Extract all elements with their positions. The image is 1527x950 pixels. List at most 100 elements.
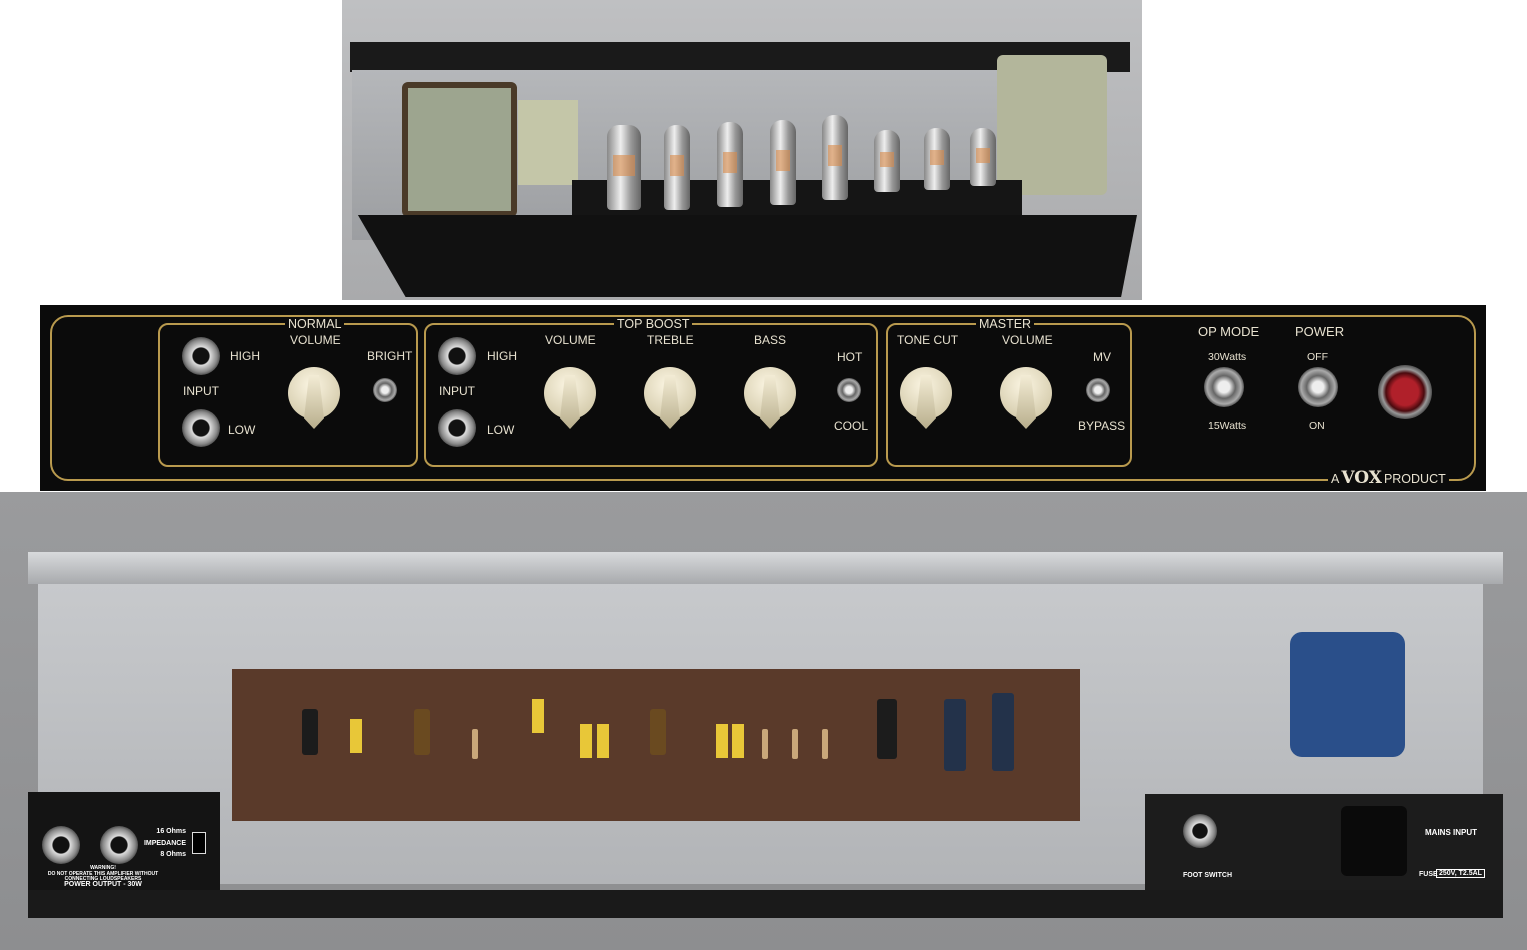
vacuum-tube: [874, 130, 900, 192]
mains-input-label: MAINS INPUT: [1425, 828, 1477, 837]
power-off-label: OFF: [1307, 351, 1328, 363]
chassis-base: [357, 215, 1137, 297]
op-mode-15w-label: 15Watts: [1208, 420, 1247, 432]
mv-label: MV: [1093, 350, 1111, 364]
tone-cut-knob[interactable]: [900, 367, 952, 429]
film-capacitor: [580, 724, 592, 758]
low-label: LOW: [487, 423, 515, 437]
cool-label: COOL: [834, 419, 869, 433]
film-capacitor: [350, 719, 362, 753]
fuse-rating: 250V, T2.5AL: [1436, 869, 1485, 878]
top-boost-low-input-jack[interactable]: [438, 409, 476, 447]
impedance-label: IMPEDANCE: [143, 840, 186, 847]
electrolytic-capacitor: [944, 699, 966, 771]
vox-product-brand: A VOX PRODUCT: [1328, 468, 1449, 488]
fuse-label: FUSE: [1419, 871, 1438, 878]
warning-text: CONNECTING LOUDSPEAKERS: [64, 876, 142, 882]
high-label: HIGH: [487, 349, 517, 363]
electrolytic-capacitor: [992, 693, 1014, 771]
vacuum-tube: [607, 125, 641, 210]
vacuum-tube: [664, 125, 690, 210]
bright-label: BRIGHT: [367, 349, 413, 363]
impedance-16-label: 16 Ohms: [156, 828, 186, 835]
foot-switch-label: FOOT SWITCH: [1183, 872, 1232, 879]
film-capacitor: [532, 699, 544, 733]
op-mode-title: OP MODE: [1198, 324, 1260, 339]
vox-logo: VOX: [1341, 468, 1382, 488]
hot-label: HOT: [837, 350, 863, 364]
top-boost-title: TOP BOOST: [614, 317, 693, 331]
brand-suffix: PRODUCT: [1383, 472, 1446, 486]
chassis-front-rail: [28, 552, 1503, 584]
treble-knob[interactable]: [644, 367, 696, 429]
mains-input-panel: FOOT SWITCH MAINS INPUT FUSE 250V, T2.5A…: [1145, 794, 1503, 890]
chassis-top-photo: [342, 0, 1142, 300]
impedance-selector-switch[interactable]: [192, 832, 206, 854]
op-mode-30w-label: 30Watts: [1208, 351, 1247, 363]
normal-volume-knob[interactable]: [288, 367, 340, 429]
film-capacitor: [732, 724, 744, 758]
hot-cool-switch[interactable]: [837, 378, 861, 402]
tone-cut-label: TONE CUT: [897, 333, 959, 347]
power-toggle-switch[interactable]: [1298, 367, 1338, 407]
blue-transformer: [1290, 632, 1405, 757]
top-boost-volume-knob[interactable]: [544, 367, 596, 429]
speaker-output-jack[interactable]: [42, 826, 80, 864]
normal-high-input-jack[interactable]: [182, 337, 220, 375]
op-mode-toggle-switch[interactable]: [1204, 367, 1244, 407]
master-volume-knob[interactable]: [1000, 367, 1052, 429]
panel-border: [50, 315, 1476, 481]
vacuum-tube: [770, 120, 796, 205]
choke: [518, 100, 578, 185]
input-label: INPUT: [439, 384, 475, 398]
normal-volume-label: VOLUME: [290, 333, 341, 347]
resistor: [792, 729, 798, 759]
vacuum-tube: [822, 115, 848, 200]
bright-switch[interactable]: [373, 378, 397, 402]
low-label: LOW: [228, 423, 256, 437]
bypass-label: BYPASS: [1078, 419, 1126, 433]
brand-prefix: A: [1331, 472, 1340, 486]
power-title: POWER: [1295, 324, 1345, 339]
bass-knob[interactable]: [744, 367, 796, 429]
resistor: [762, 729, 768, 759]
power-transformer: [402, 82, 517, 217]
master-volume-label: VOLUME: [1002, 333, 1053, 347]
resistor: [472, 729, 478, 759]
impedance-8-label: 8 Ohms: [160, 851, 186, 858]
front-control-panel: NORMAL VOLUME HIGH INPUT LOW BRIGHT TOP …: [40, 305, 1486, 491]
output-transformer: [997, 55, 1107, 195]
warning-label: WARNING!: [90, 865, 116, 871]
power-indicator-lamp: [1378, 365, 1432, 419]
film-capacitor: [597, 724, 609, 758]
vacuum-tube: [717, 122, 743, 207]
normal-title: NORMAL: [285, 317, 345, 331]
master-title: MASTER: [976, 317, 1035, 331]
speaker-output-jack[interactable]: [100, 826, 138, 864]
circuit-board: [232, 669, 1080, 821]
foot-switch-jack[interactable]: [1183, 814, 1217, 848]
resistor: [822, 729, 828, 759]
bass-label: BASS: [754, 333, 787, 347]
mv-bypass-switch[interactable]: [1086, 378, 1110, 402]
volume-label: VOLUME: [545, 333, 596, 347]
high-label: HIGH: [230, 349, 260, 363]
film-capacitor: [716, 724, 728, 758]
input-label: INPUT: [183, 384, 219, 398]
electrolytic-capacitor: [414, 709, 430, 755]
power-on-label: ON: [1309, 420, 1325, 432]
chassis-base: [28, 890, 1503, 918]
vacuum-tube: [970, 128, 996, 186]
electrolytic-capacitor: [650, 709, 666, 755]
electrolytic-capacitor: [302, 709, 318, 755]
vacuum-tube: [924, 128, 950, 190]
electrolytic-capacitor: [877, 699, 897, 759]
power-output-label: POWER OUTPUT - 30W: [64, 881, 142, 888]
speaker-output-panel: 16 Ohms IMPEDANCE 8 Ohms WARNING! DO NOT…: [28, 792, 220, 890]
top-boost-high-input-jack[interactable]: [438, 337, 476, 375]
normal-low-input-jack[interactable]: [182, 409, 220, 447]
chassis-interior-photo: 16 Ohms IMPEDANCE 8 Ohms WARNING! DO NOT…: [0, 492, 1527, 950]
iec-mains-socket[interactable]: [1341, 806, 1407, 876]
warning-text: DO NOT OPERATE THIS AMPLIFIER WITHOUT: [47, 871, 159, 877]
treble-label: TREBLE: [647, 333, 694, 347]
